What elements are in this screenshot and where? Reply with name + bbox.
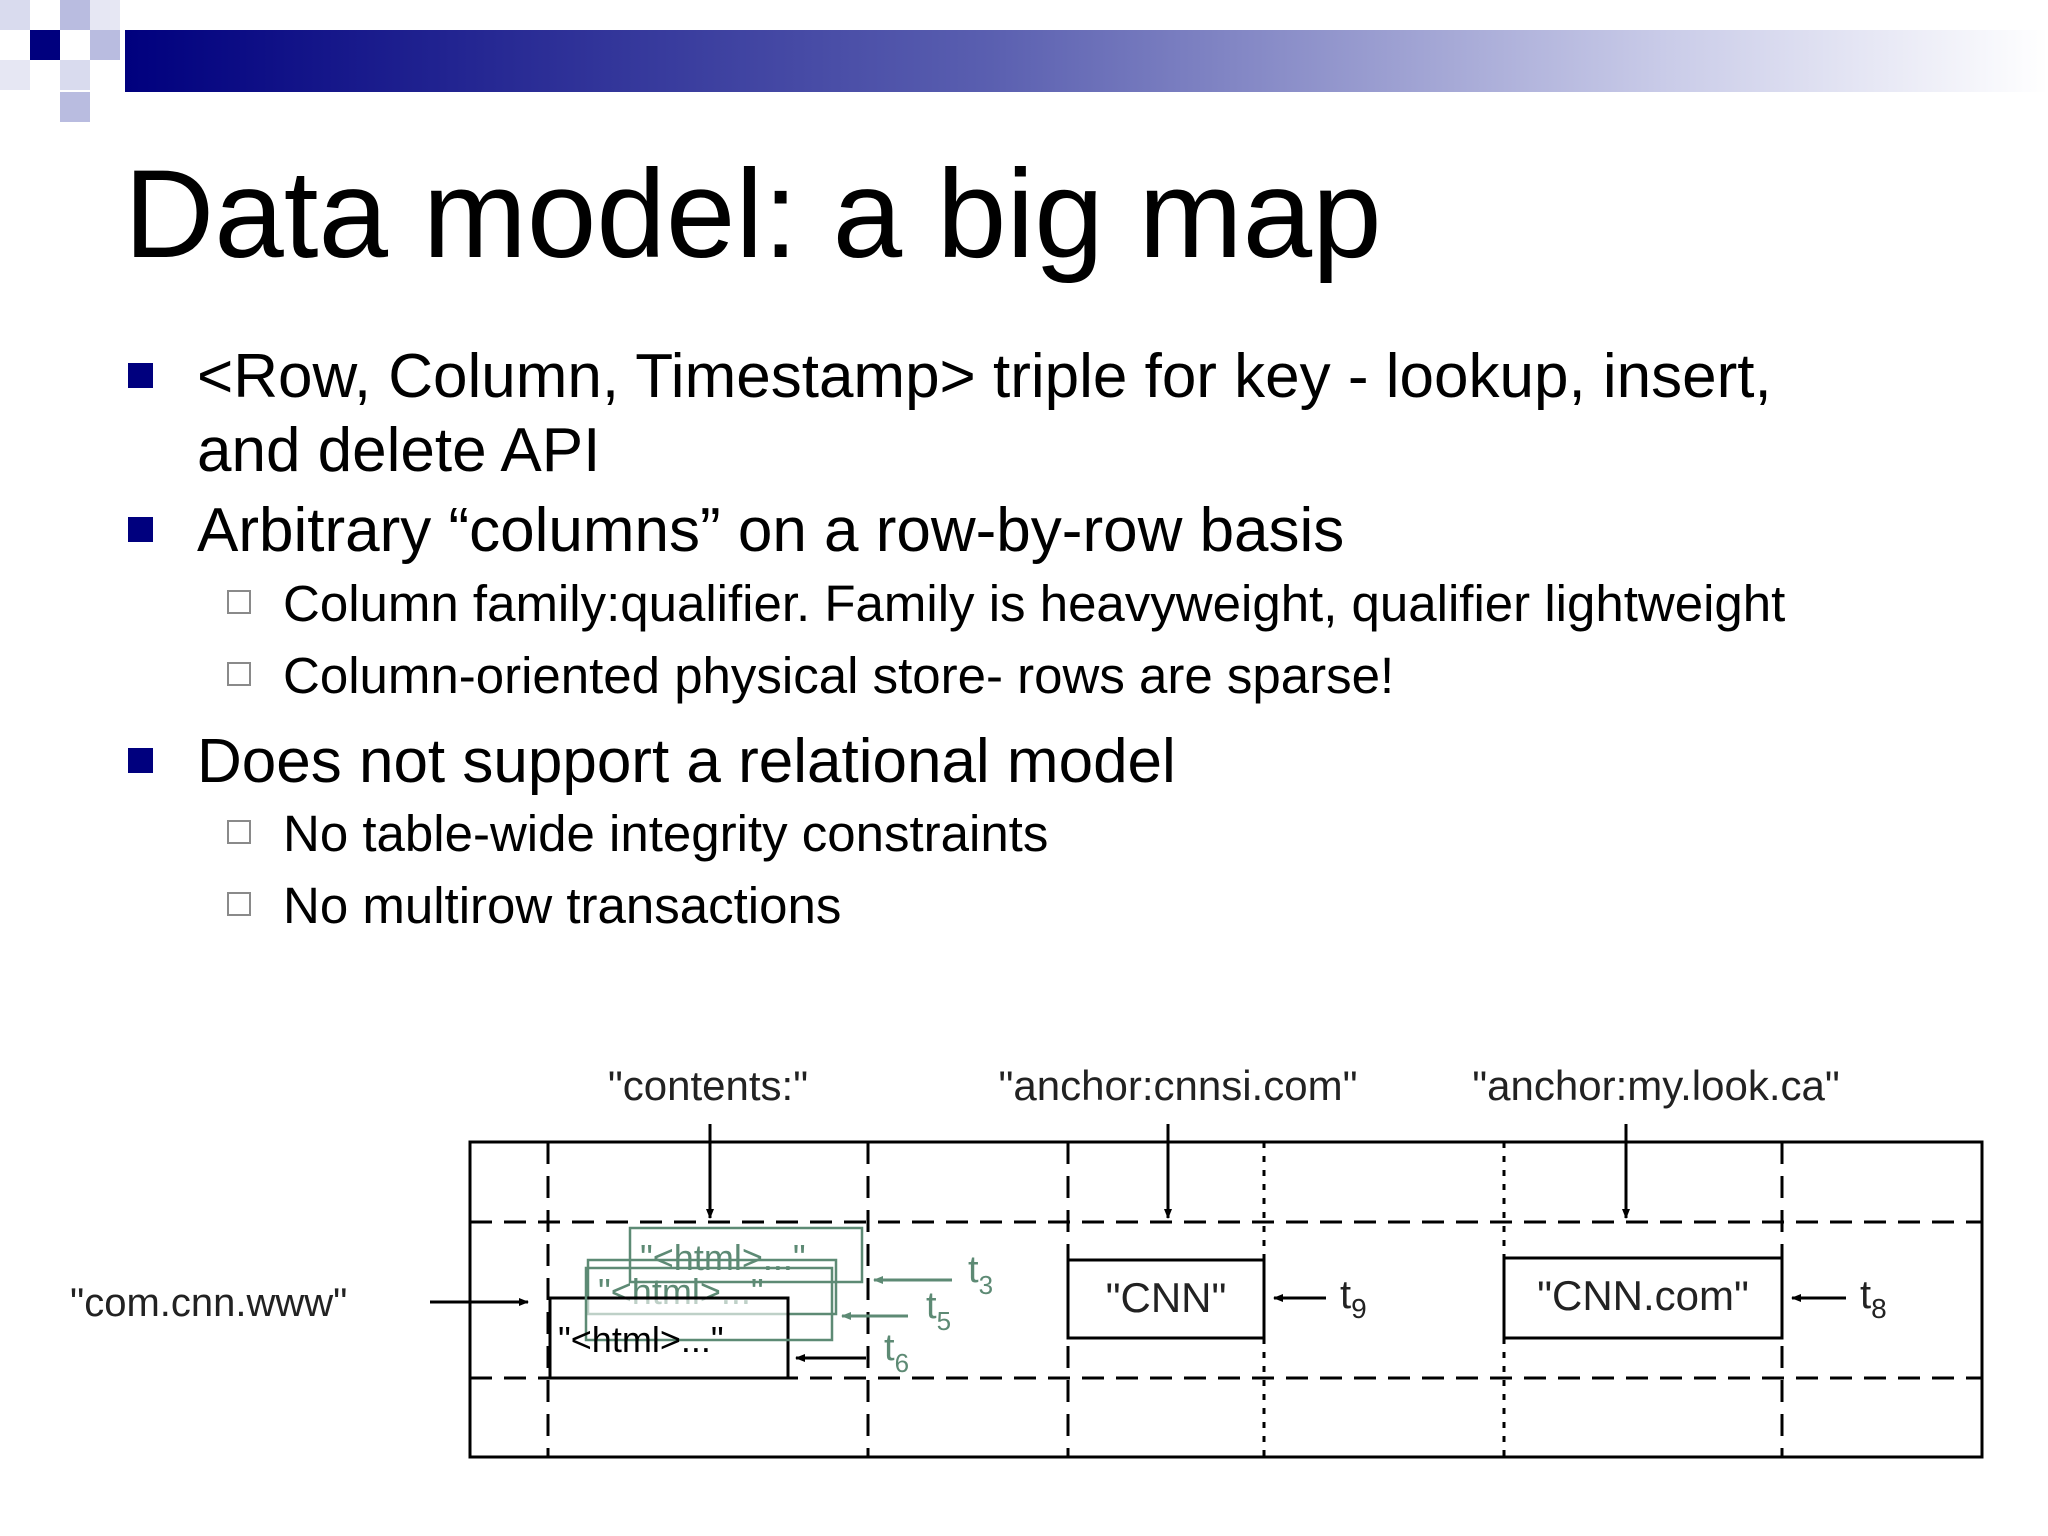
table-border bbox=[468, 1140, 1984, 1459]
banner-square bbox=[60, 92, 90, 122]
page-title: Data model: a big map bbox=[124, 145, 1382, 284]
column-header-anchor-mylook: "anchor:my.look.ca" bbox=[1472, 1062, 1840, 1109]
bullet-text-continuation: and delete API bbox=[197, 416, 601, 485]
cell-version-box bbox=[628, 1226, 864, 1284]
row-key-label: "com.cnn.www" bbox=[70, 1281, 347, 1325]
timestamp-label: t3 bbox=[968, 1249, 993, 1300]
cell-version-value-current: "<html>..." bbox=[558, 1319, 724, 1360]
square-bullet-icon bbox=[128, 517, 153, 542]
square-bullet-icon bbox=[128, 363, 153, 388]
column-header-contents: "contents:" bbox=[608, 1062, 808, 1109]
square-bullet-icon bbox=[128, 748, 153, 773]
cell-value-mylook: "CNN.com" bbox=[1537, 1272, 1749, 1319]
bullet-item: Does not support a relational model bbox=[128, 725, 1176, 799]
title-banner bbox=[0, 0, 2048, 122]
banner-gradient-bar bbox=[125, 30, 2048, 92]
sub-bullet-item: Column family:qualifier. Family is heavy… bbox=[227, 574, 1786, 634]
timestamp-label: t5 bbox=[926, 1285, 951, 1336]
sub-bullet-item: Column-oriented physical store- rows are… bbox=[227, 646, 1395, 706]
bullet-item: Arbitrary “columns” on a row-by-row basi… bbox=[128, 494, 1345, 568]
cell-version-box bbox=[584, 1266, 834, 1342]
banner-square bbox=[60, 60, 90, 90]
column-header-anchor-cnnsi: "anchor:cnnsi.com" bbox=[999, 1062, 1358, 1109]
cell-version-value: "<html>..." bbox=[640, 1237, 806, 1278]
cell-box-mylook bbox=[1502, 1256, 1784, 1340]
sub-bullet-text: No table-wide integrity constraints bbox=[283, 805, 1049, 862]
banner-square bbox=[0, 0, 30, 30]
sub-bullet-text: Column family:qualifier. Family is heavy… bbox=[283, 575, 1786, 632]
sub-bullet-text: Column-oriented physical store- rows are… bbox=[283, 647, 1395, 704]
cell-value-cnnsi: "CNN" bbox=[1106, 1274, 1227, 1321]
banner-square bbox=[30, 30, 60, 60]
sub-bullet-text: No multirow transactions bbox=[283, 877, 842, 934]
timestamp-label: t9 bbox=[1340, 1273, 1367, 1324]
banner-square bbox=[0, 60, 30, 90]
banner-square bbox=[90, 30, 120, 60]
hollow-square-bullet-icon bbox=[227, 820, 251, 844]
sub-bullet-item: No table-wide integrity constraints bbox=[227, 804, 1049, 864]
bullet-item: <Row, Column, Timestamp> triple for key … bbox=[128, 340, 1772, 488]
timestamp-label: t8 bbox=[1860, 1273, 1887, 1324]
sub-bullet-item: No multirow transactions bbox=[227, 876, 842, 936]
hollow-square-bullet-icon bbox=[227, 662, 251, 686]
banner-square bbox=[90, 0, 120, 30]
hollow-square-bullet-icon bbox=[227, 590, 251, 614]
bullet-text: Arbitrary “columns” on a row-by-row basi… bbox=[197, 496, 1345, 565]
bullet-text: <Row, Column, Timestamp> triple for key … bbox=[197, 342, 1772, 411]
hollow-square-bullet-icon bbox=[227, 892, 251, 916]
banner-square bbox=[60, 0, 90, 30]
cell-box-cnnsi bbox=[1066, 1258, 1266, 1340]
bullet-text: Does not support a relational model bbox=[197, 727, 1176, 796]
cell-version-box-current bbox=[548, 1296, 790, 1380]
timestamp-label: t6 bbox=[884, 1327, 909, 1378]
